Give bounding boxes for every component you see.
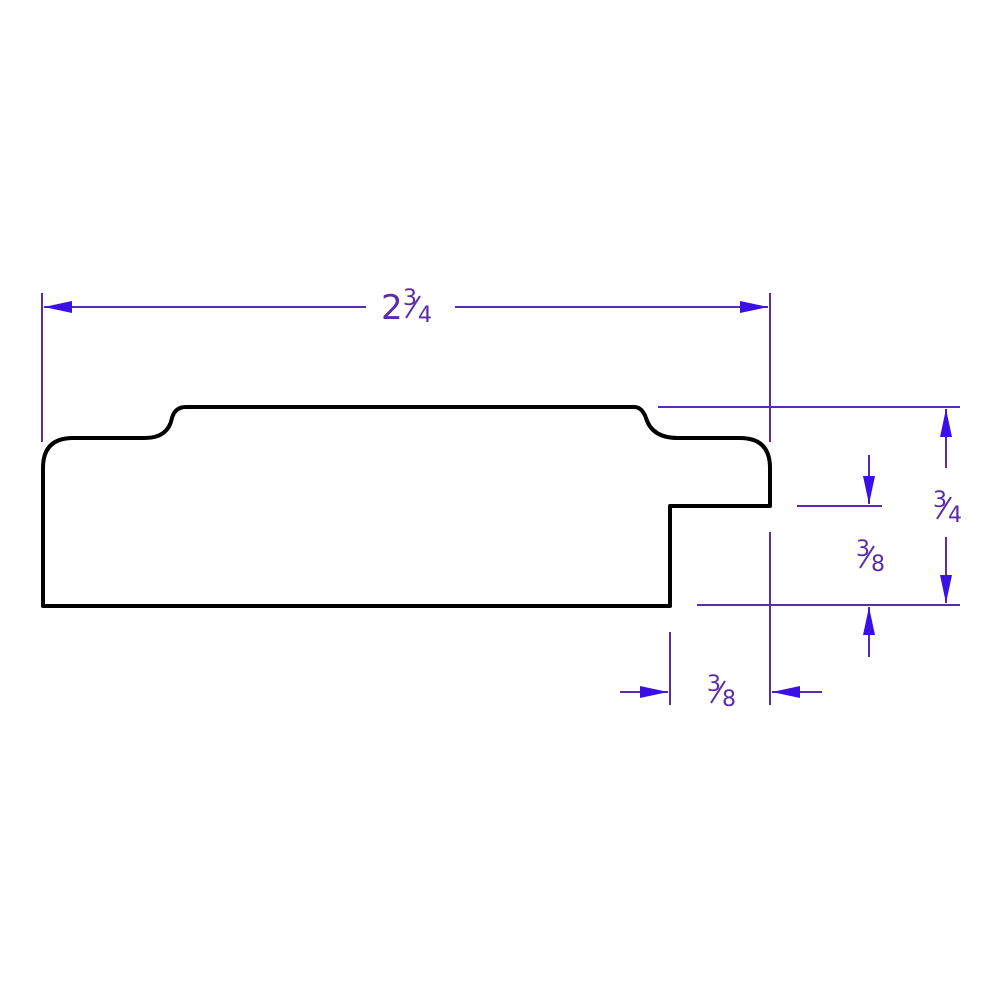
- width-fraction-bar: [405, 295, 421, 319]
- rabbet-depth-fraction-bar: [859, 545, 875, 569]
- rabbet-depth-arrow-bottom: [863, 607, 875, 635]
- rabbet-width-denominator: 8: [722, 687, 736, 712]
- width-arrow-left: [44, 301, 72, 313]
- width-fraction-denominator: 4: [418, 303, 432, 328]
- rabbet-depth-dimension: 3 8: [797, 455, 885, 657]
- overall-width-dimension: 2 3 4: [41, 286, 771, 442]
- rabbet-width-fraction-bar: [710, 680, 726, 704]
- height-fraction-denominator: 4: [948, 503, 962, 528]
- width-whole-number: 2: [381, 288, 403, 328]
- rabbet-depth-denominator: 8: [871, 552, 885, 577]
- rabbet-width-dimension: 3 8: [620, 532, 822, 712]
- moulding-profile-outline: [41, 405, 772, 608]
- width-fraction-numerator: 3: [403, 286, 417, 311]
- height-fraction-numerator: 3: [933, 488, 947, 513]
- width-arrow-right: [740, 301, 768, 313]
- overall-height-dimension: 3 4: [658, 406, 962, 606]
- height-fraction-bar: [936, 496, 952, 520]
- height-arrow-top: [940, 409, 952, 437]
- rabbet-depth-arrow-top: [863, 476, 875, 504]
- rabbet-depth-numerator: 3: [856, 537, 870, 562]
- height-arrow-bottom: [940, 575, 952, 603]
- rabbet-width-numerator: 3: [707, 672, 721, 697]
- rabbet-width-arrow-right: [772, 686, 800, 698]
- rabbet-width-arrow-left: [640, 686, 668, 698]
